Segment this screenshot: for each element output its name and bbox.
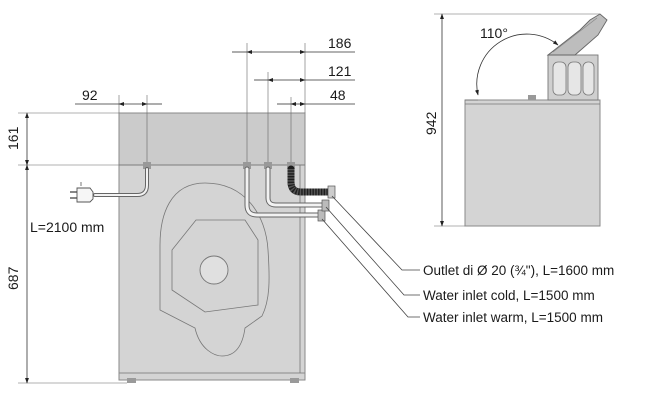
detergent-dispenser (546, 13, 608, 101)
drain-outlet-hose (287, 165, 336, 199)
label-angle: 110° (480, 25, 508, 41)
fitting-92 (143, 162, 151, 169)
machine-side-view (434, 13, 608, 227)
power-plug-icon (70, 182, 94, 203)
label-cable-length: L=2100 mm (30, 219, 104, 235)
callout-labels: Outlet di Ø 20 (¾"), L=1600 mm Water inl… (423, 263, 614, 325)
fitting-186 (243, 162, 251, 169)
power-cable (70, 167, 149, 203)
machine-top-lid (118, 112, 306, 166)
cold-inlet-end (321, 199, 330, 212)
callout-inlet-warm: Water inlet warm, L=1500 mm (423, 310, 603, 325)
dimension-labels: 92 186 121 48 161 687 942 110° L=2100 mm (5, 25, 508, 290)
label-186: 186 (328, 35, 352, 51)
side-view-knob (528, 95, 536, 100)
callout-inlet-cold: Water inlet cold, L=1500 mm (423, 288, 595, 303)
dimension-lines (18, 43, 355, 384)
rear-panel-pentagon (171, 219, 259, 313)
machine-rear-view (118, 112, 306, 383)
label-942: 942 (423, 111, 439, 135)
machine-foot-left (127, 378, 136, 383)
label-92: 92 (82, 87, 98, 103)
label-161: 161 (5, 126, 21, 150)
label-48: 48 (330, 87, 346, 103)
label-687: 687 (5, 266, 21, 290)
side-view-body (464, 99, 601, 227)
machine-plinth (118, 372, 306, 381)
callout-outlet: Outlet di Ø 20 (¾"), L=1600 mm (423, 263, 614, 278)
rear-panel-outline (159, 182, 270, 357)
warm-inlet-end (317, 209, 326, 222)
machine-foot-right (290, 378, 299, 383)
water-inlet-hoses (244, 166, 330, 222)
fitting-121 (264, 162, 272, 169)
callout-leaders (321, 195, 420, 318)
drum-hub (199, 255, 229, 285)
drain-outlet-end (327, 185, 336, 199)
opening-angle-arc (474, 33, 559, 96)
label-121: 121 (328, 63, 352, 79)
